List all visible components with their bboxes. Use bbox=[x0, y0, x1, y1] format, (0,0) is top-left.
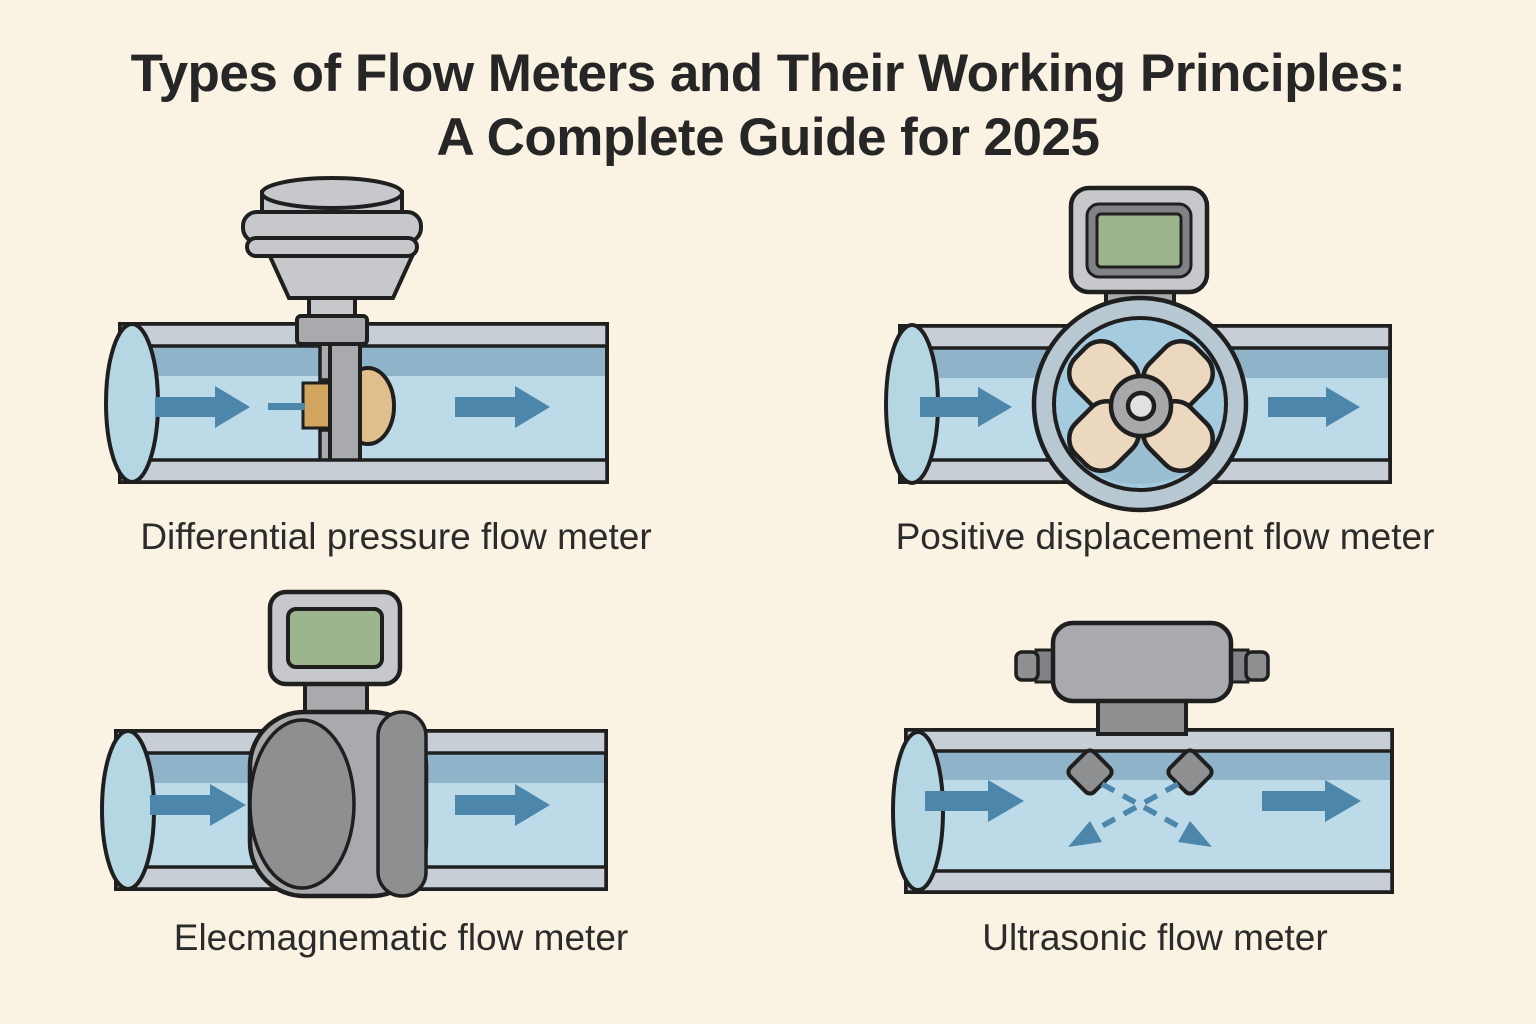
diagram-label-ultrasonic: Ultrasonic flow meter bbox=[982, 917, 1328, 958]
beam-arrowhead-icon bbox=[1178, 821, 1212, 847]
rotor-axle bbox=[1125, 390, 1157, 422]
display-screen bbox=[286, 607, 384, 669]
sensor-stem bbox=[1096, 697, 1188, 736]
side-bolt-cap bbox=[1244, 650, 1270, 682]
flow-arrow-icon bbox=[455, 386, 550, 428]
flow-arrow-icon bbox=[1268, 387, 1360, 427]
flow-arrow-icon bbox=[1262, 780, 1361, 822]
beam-arrowhead-icon bbox=[1068, 821, 1102, 847]
diagram-label-differential-pressure: Differential pressure flow meter bbox=[140, 516, 652, 557]
pipe-bottom-rim bbox=[118, 458, 609, 484]
display-unit bbox=[1068, 185, 1210, 295]
ultrasonic-transducer-unit bbox=[1014, 620, 1270, 736]
display-screen bbox=[1095, 212, 1183, 269]
diagram-label-positive-displacement: Positive displacement flow meter bbox=[895, 516, 1435, 557]
ultrasonic-flow-meter-illustration bbox=[891, 620, 1394, 894]
differential-pressure-flow-meter-illustration bbox=[104, 176, 609, 484]
flow-arrow-icon bbox=[155, 386, 250, 428]
flow-arrow-icon bbox=[455, 784, 550, 826]
sensor-body bbox=[1050, 620, 1234, 704]
positive-displacement-flow-meter-illustration bbox=[884, 185, 1392, 513]
page-title: Types of Flow Meters and Their Working P… bbox=[0, 42, 1536, 170]
in-pipe-transducers bbox=[1066, 748, 1214, 796]
electromagnetic-flow-meter-illustration bbox=[100, 589, 608, 899]
pipe-end-cap bbox=[104, 322, 160, 484]
diagram-label-electromagnetic: Elecmagnematic flow meter bbox=[173, 917, 629, 958]
pressure-sensor bbox=[241, 176, 423, 346]
page-title-line2: A Complete Guide for 2025 bbox=[436, 108, 1100, 167]
side-bolt-cap bbox=[1014, 650, 1040, 682]
flow-arrow-icon bbox=[150, 784, 246, 826]
display-unit bbox=[267, 589, 403, 687]
orifice-plate bbox=[301, 342, 396, 464]
rotor bbox=[1067, 339, 1215, 473]
magnet-body bbox=[247, 709, 429, 899]
page-title-line1: Types of Flow Meters and Their Working P… bbox=[130, 44, 1406, 103]
flow-arrow-icon bbox=[920, 387, 1012, 427]
flow-line-icon bbox=[268, 403, 305, 410]
flow-arrow-icon bbox=[925, 780, 1024, 822]
ultrasonic-beam-paths bbox=[1068, 781, 1212, 847]
